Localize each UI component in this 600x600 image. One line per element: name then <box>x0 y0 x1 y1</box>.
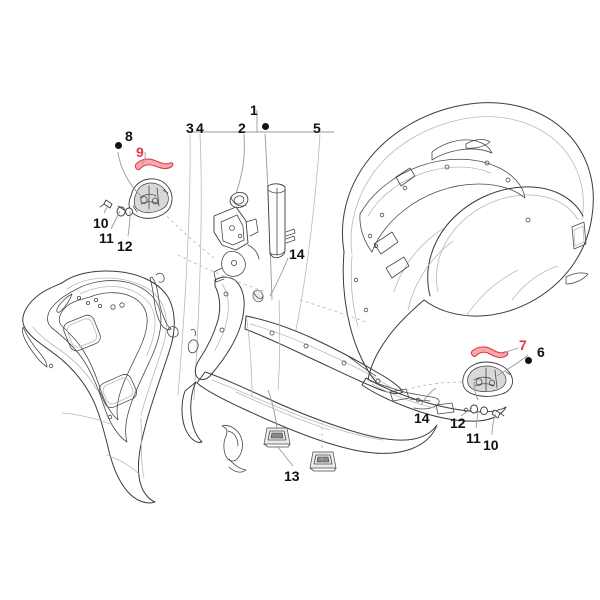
steering-tube <box>267 183 286 259</box>
callout-label-12-left[interactable]: 12 <box>117 238 133 254</box>
front-leg-shield-panel <box>22 270 175 504</box>
rubber-grommet-b <box>309 451 337 472</box>
right-screw-washer-nut-set <box>470 404 505 419</box>
left-hinge-bracket-group <box>99 151 215 259</box>
left-highlighted-clip <box>134 158 174 171</box>
callout-label-8[interactable]: 8 <box>125 128 133 144</box>
callout-label-12-right[interactable]: 12 <box>450 415 466 431</box>
callout-label-9[interactable]: 9 <box>136 144 144 160</box>
callout-label-3[interactable]: 3 <box>186 120 194 136</box>
right-highlighted-clip <box>470 346 509 359</box>
callout-dot-8 <box>114 141 122 149</box>
rubber-grommets <box>263 389 337 472</box>
left-screw-washer-nut-set <box>99 199 133 217</box>
callout-label-5[interactable]: 5 <box>313 120 321 136</box>
callout-label-10-right[interactable]: 10 <box>483 437 499 453</box>
callout-label-11-left[interactable]: 11 <box>99 230 114 246</box>
callout-dot-6 <box>524 356 532 364</box>
right-hinge-bracket-group <box>405 346 529 436</box>
shield-support-rods <box>149 272 199 354</box>
callout-dot-1 <box>261 122 269 130</box>
left-bracket-inner <box>133 182 169 214</box>
callout-label-6[interactable]: 6 <box>537 344 545 360</box>
callout-label-4[interactable]: 4 <box>196 120 204 136</box>
rubber-grommet-a <box>263 427 291 448</box>
callout-label-14-center[interactable]: 14 <box>289 246 305 262</box>
rear-body-frame-panel <box>341 102 594 422</box>
callout-label-1[interactable]: 1 <box>250 102 258 118</box>
center-frame-assembly <box>181 183 440 473</box>
callout-label-11-right[interactable]: 11 <box>466 430 481 446</box>
callout-label-7[interactable]: 7 <box>519 337 527 353</box>
leader-lines-misc <box>177 254 367 323</box>
callout-label-14-bottom[interactable]: 14 <box>414 410 430 426</box>
bushing-ring <box>229 191 249 209</box>
callout-label-13[interactable]: 13 <box>284 468 300 484</box>
callout-label-10-left[interactable]: 10 <box>93 215 109 231</box>
callout-label-2[interactable]: 2 <box>238 120 246 136</box>
